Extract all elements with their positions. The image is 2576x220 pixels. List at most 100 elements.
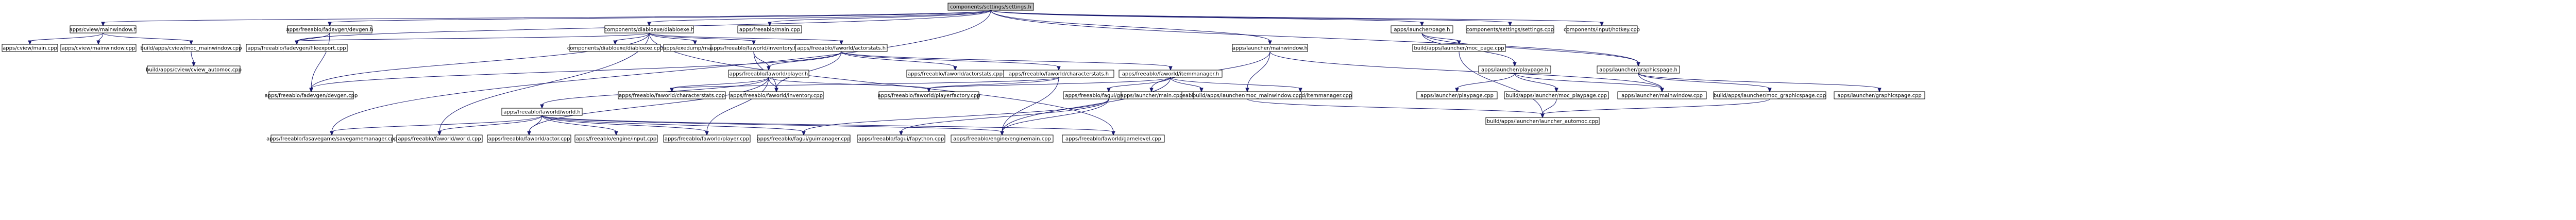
node-box bbox=[857, 134, 945, 143]
root-node-components-settings-settings-h: components/settings/settings.h bbox=[947, 3, 1034, 11]
file-node-apps-freeablo-faworld-world-h[interactable]: apps/freeablo/faworld/world.h bbox=[501, 108, 583, 116]
file-node-apps-freeablo-faworld-inventory-cpp[interactable]: apps/freeablo/faworld/inventory.cpp bbox=[729, 91, 824, 99]
dependency-edge-apps-freeablo-faworld-actorstats-h-to-apps-freeablo-fadevgen-devgen-cpp bbox=[309, 51, 842, 93]
file-node-apps-freeablo-faworld-characterstats-h[interactable]: apps/freeablo/faworld/characterstats.h bbox=[1003, 70, 1114, 78]
file-node-apps-freeablo-main-cpp[interactable]: apps/freeablo/main.cpp bbox=[737, 25, 802, 33]
edge-line bbox=[649, 32, 696, 42]
edge-arrowhead bbox=[1508, 22, 1512, 27]
file-node-apps-launcher-mainwindow-cpp[interactable]: apps/launcher/mainwindow.cpp bbox=[1617, 91, 1707, 99]
file-node-apps-freeablo-fadevgen-devgen-cpp[interactable]: apps/freeablo/fadevgen/devgen.cpp bbox=[265, 91, 358, 99]
file-node-apps-freeablo-engine-enginemain-cpp[interactable]: apps/freeablo/engine/enginemain.cpp bbox=[951, 134, 1054, 143]
node-box bbox=[1121, 91, 1182, 99]
dependency-edge-apps-freeablo-faworld-player-h-to-apps-freeablo-faworld-inventory-cpp bbox=[768, 77, 778, 93]
file-node-apps-freeablo-fadevgen-devgen-h[interactable]: apps/freeablo/fadevgen/devgen.h bbox=[286, 25, 374, 33]
file-node-apps-freeablo-fasavegame-savegamemanager-cpp[interactable]: apps/freeablo/fasavegame/savegamemanager… bbox=[266, 134, 397, 143]
edge-line bbox=[671, 77, 1059, 89]
file-node-apps-freeablo-faworld-actorstats-cpp[interactable]: apps/freeablo/faworld/actorstats.cpp bbox=[906, 70, 1004, 78]
file-node-build-apps-cview-cview-automoc-cpp[interactable]: build/apps/cview/cview_automoc.cpp bbox=[146, 65, 242, 74]
file-node-apps-cview-mainwindow-cpp[interactable]: apps/cview/mainwindow.cpp bbox=[60, 44, 137, 52]
edge-line bbox=[1247, 98, 1543, 115]
file-node-apps-freeablo-faworld-gamelevel-cpp[interactable]: apps/freeablo/faworld/gamelevel.cpp bbox=[1062, 134, 1165, 143]
file-node-build-apps-launcher-moc-graphicspage-cpp[interactable]: build/apps/launcher/moc_graphicspage.cpp bbox=[1713, 91, 1826, 99]
node-label: apps/freeablo/fagui/guimanager.h bbox=[1065, 93, 1152, 99]
node-box bbox=[737, 25, 802, 33]
dependency-edge-apps-freeablo-fagui-guimanager-h-to-apps-freeablo-engine-enginemain-cpp bbox=[1000, 98, 1109, 136]
file-node-apps-freeablo-faworld-inventory-h[interactable]: apps/freeablo/faworld/inventory.h bbox=[710, 44, 797, 52]
file-node-apps-freeablo-engine-input-cpp[interactable]: apps/freeablo/engine/input.cpp bbox=[574, 134, 658, 143]
dependency-edge-apps-freeablo-faworld-world-h-to-apps-freeablo-engine-enginemain-cpp bbox=[541, 115, 1004, 136]
file-node-apps-freeablo-faworld-itemmanager-h[interactable]: apps/freeablo/faworld/itemmanager.h bbox=[1118, 70, 1223, 78]
edge-arrowhead bbox=[614, 131, 618, 136]
node-box bbox=[569, 44, 661, 52]
file-node-apps-launcher-graphicspage-cpp[interactable]: apps/launcher/graphicspage.cpp bbox=[1834, 91, 1925, 99]
edge-line bbox=[541, 115, 1003, 132]
dependency-edge-apps-cview-mainwindow-h-to-apps-cview-mainwindow-cpp bbox=[96, 32, 104, 45]
node-box bbox=[142, 44, 241, 52]
dependency-edge-components-settings-settings-h-to-apps-freeablo-fadevgen-devgen-h bbox=[328, 10, 991, 27]
file-node-components-input-hotkey-cpp[interactable]: components/input/hotkey.cpp bbox=[1564, 25, 1640, 33]
node-label: apps/freeablo/engine/input.cpp bbox=[576, 137, 656, 142]
node-label: apps/cview/main.cpp bbox=[3, 46, 57, 52]
edge-line bbox=[1638, 73, 1880, 89]
file-node-apps-launcher-main-cpp[interactable]: apps/launcher/main.cpp bbox=[1121, 91, 1183, 99]
node-label: apps/freeablo/faworld/characterstats.h bbox=[1009, 72, 1109, 77]
node-box bbox=[1485, 117, 1600, 125]
edge-arrowhead bbox=[96, 40, 100, 45]
node-label: apps/cview/mainwindow.h bbox=[70, 27, 137, 33]
dependency-edge-apps-freeablo-faworld-world-h-to-apps-freeablo-faworld-world-cpp bbox=[437, 115, 543, 136]
dependency-edge-components-diabloexe-diabloexe-h-to-apps-freeablo-faworld-actorstats-h bbox=[649, 32, 843, 45]
node-box bbox=[729, 91, 824, 99]
file-node-apps-freeablo-faworld-actor-cpp[interactable]: apps/freeablo/faworld/actor.cpp bbox=[487, 134, 571, 143]
node-box bbox=[795, 44, 888, 52]
node-box bbox=[270, 134, 393, 143]
node-box bbox=[1118, 70, 1223, 78]
file-node-apps-freeablo-fagui-fapython-cpp[interactable]: apps/freeablo/fagui/fapython.cpp bbox=[857, 134, 945, 143]
node-label: apps/launcher/playpage.h bbox=[1481, 67, 1548, 73]
dependency-edge-components-settings-settings-h-to-apps-cview-mainwindow-h bbox=[101, 10, 991, 27]
node-label: apps/freeablo/faworld/actor.cpp bbox=[488, 137, 570, 142]
file-node-apps-cview-mainwindow-h[interactable]: apps/cview/mainwindow.h bbox=[70, 25, 137, 33]
file-node-apps-launcher-mainwindow-h[interactable]: apps/launcher/mainwindow.h bbox=[1232, 44, 1308, 52]
edge-arrowhead bbox=[330, 131, 334, 136]
node-box bbox=[501, 108, 583, 116]
file-node-apps-launcher-playpage-cpp[interactable]: apps/launcher/playpage.cpp bbox=[1416, 91, 1498, 99]
node-box bbox=[1412, 44, 1506, 52]
dependency-edge-apps-cview-mainwindow-h-to-apps-cview-main-cpp bbox=[28, 32, 104, 45]
file-node-build-apps-launcher-launcher-automoc-cpp[interactable]: build/apps/launcher/launcher_automoc.cpp bbox=[1485, 117, 1600, 125]
file-node-apps-freeablo-fagui-guimanager-cpp[interactable]: apps/freeablo/fagui/guimanager.cpp bbox=[757, 134, 851, 143]
file-node-apps-freeablo-faworld-player-h[interactable]: apps/freeablo/faworld/player.h bbox=[728, 70, 809, 78]
file-node-components-diabloexe-diabloexe-cpp[interactable]: components/diabloexe/diabloexe.cpp bbox=[567, 44, 663, 52]
node-box bbox=[396, 134, 483, 143]
edge-arrowhead bbox=[1111, 131, 1115, 136]
file-node-build-apps-launcher-moc-playpage-cpp[interactable]: build/apps/launcher/moc_playpage.cpp bbox=[1504, 91, 1609, 99]
file-node-apps-launcher-playpage-h[interactable]: apps/launcher/playpage.h bbox=[1478, 65, 1551, 74]
file-node-build-apps-cview-moc-mainwindow-cpp[interactable]: build/apps/cview/moc_mainwindow.cpp bbox=[141, 44, 242, 52]
file-node-apps-freeablo-faworld-actorstats-h[interactable]: apps/freeablo/faworld/actorstats.h bbox=[795, 44, 888, 52]
dependency-edge-apps-freeablo-faworld-characterstats-h-to-apps-freeablo-engine-enginemain-cpp bbox=[1000, 77, 1059, 136]
file-node-apps-freeablo-faworld-characterstats-cpp[interactable]: apps/freeablo/faworld/characterstats.cpp bbox=[618, 91, 726, 99]
node-label: apps/freeablo/faworld/inventory.cpp bbox=[730, 93, 823, 99]
file-node-apps-launcher-graphicspage-h[interactable]: apps/launcher/graphicspage.h bbox=[1597, 65, 1680, 74]
file-node-components-settings-settings-cpp[interactable]: components/settings/settings.cpp bbox=[1466, 25, 1554, 33]
file-node-build-apps-launcher-moc-page-cpp[interactable]: build/apps/launcher/moc_page.cpp bbox=[1412, 44, 1506, 52]
node-label: apps/launcher/graphicspage.cpp bbox=[1837, 93, 1922, 99]
dependency-edge-apps-freeablo-faworld-itemmanager-h-to-apps-freeablo-faworld-playerfactory-cpp bbox=[927, 77, 1171, 93]
edge-arrowhead bbox=[189, 40, 193, 45]
file-node-apps-cview-main-cpp[interactable]: apps/cview/main.cpp bbox=[2, 44, 58, 52]
file-node-apps-freeablo-fadevgen-fileexport-cpp[interactable]: apps/freeablo/fadevgen/fileexport.cpp bbox=[246, 44, 348, 52]
file-node-components-diabloexe-diabloexe-h[interactable]: components/diabloexe/diabloexe.h bbox=[604, 25, 694, 33]
node-box bbox=[728, 70, 809, 78]
edge-arrowhead bbox=[839, 40, 843, 45]
file-node-build-apps-launcher-moc-mainwindow-cpp[interactable]: build/apps/launcher/moc_mainwindow.cpp bbox=[1193, 91, 1302, 99]
file-node-apps-freeablo-faworld-playerfactory-cpp[interactable]: apps/freeablo/faworld/playerfactory.cpp bbox=[877, 91, 980, 99]
file-node-apps-freeablo-faworld-world-cpp[interactable]: apps/freeablo/faworld/world.cpp bbox=[396, 134, 483, 143]
file-node-apps-freeablo-faworld-player-cpp[interactable]: apps/freeablo/faworld/player.cpp bbox=[663, 134, 751, 143]
node-label: components/settings/settings.h bbox=[950, 5, 1031, 10]
edge-line bbox=[329, 10, 991, 23]
file-node-apps-launcher-page-h[interactable]: apps/launcher/page.h bbox=[1391, 25, 1453, 33]
edge-line bbox=[1514, 73, 1557, 89]
edge-line bbox=[331, 10, 991, 132]
node-label: apps/freeablo/fagui/fapython.cpp bbox=[858, 137, 944, 142]
dependency-edge-components-diabloexe-diabloexe-h-to-apps-freeablo-faworld-inventory-h bbox=[649, 32, 756, 45]
dependency-edge-apps-launcher-graphicspage-h-to-apps-launcher-graphicspage-cpp bbox=[1638, 73, 1882, 93]
